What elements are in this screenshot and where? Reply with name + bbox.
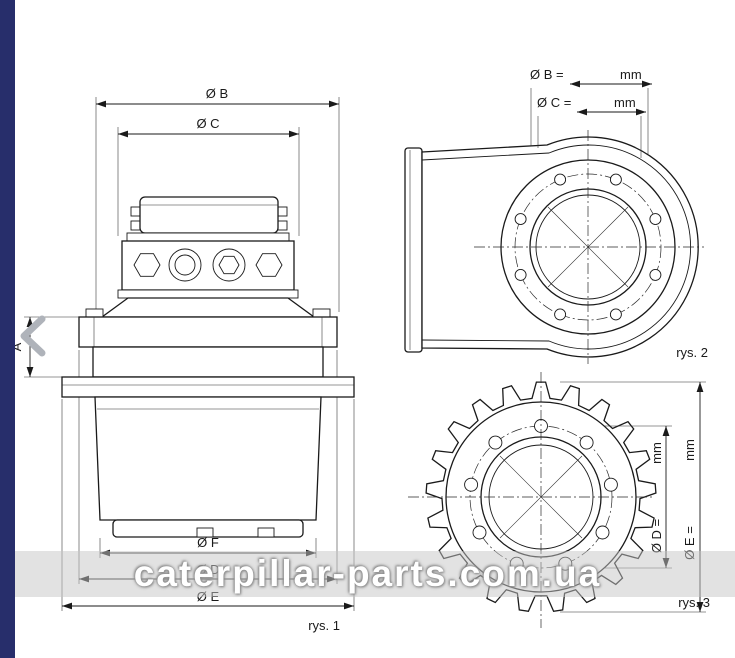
- motor-top-cap: [130, 196, 288, 234]
- valve-block: [117, 232, 299, 299]
- f3-dim-d-label: Ø D =: [649, 519, 664, 553]
- figure1-caption: rys. 1: [308, 618, 340, 633]
- dimension-b-callout: Ø B = mm: [530, 67, 652, 154]
- mid-section: [92, 346, 324, 378]
- hex-plug-left: [133, 253, 161, 277]
- drum-housing: [94, 396, 322, 521]
- watermark-text: caterpillar-parts.com.ua: [133, 553, 602, 594]
- f2-dim-b-label: Ø B =: [530, 67, 564, 82]
- f2-dim-c-label: Ø C =: [537, 95, 571, 110]
- dimension-c: Ø C: [117, 116, 300, 236]
- upper-flange: [78, 308, 338, 348]
- hex-plug-right: [255, 253, 283, 277]
- watermark-band: caterpillar-parts.com.ua: [0, 551, 735, 597]
- dim-f-label: Ø F: [197, 535, 219, 550]
- bolt-holes: [514, 173, 662, 321]
- mounting-plate: [404, 147, 423, 353]
- dim-c-label: Ø C: [196, 116, 219, 131]
- figure2-housing-side-view: Ø B = mm Ø C = mm rys. 2: [404, 67, 708, 364]
- bell-housing: [100, 297, 316, 318]
- carousel-prev-button[interactable]: [16, 314, 50, 358]
- figure3-caption: rys. 3: [678, 595, 710, 610]
- lower-flange: [61, 376, 355, 398]
- f3-dim-e-unit: mm: [682, 439, 697, 461]
- dimension-b: Ø B: [95, 86, 340, 312]
- dimension-c-callout: Ø C = mm: [537, 95, 646, 158]
- bottom-cap: [112, 519, 304, 538]
- f2-dim-b-unit: mm: [620, 67, 642, 82]
- sidebar-strip: [0, 0, 15, 658]
- dim-b-label: Ø B: [206, 86, 228, 101]
- f3-dim-d-unit: mm: [649, 442, 664, 464]
- figure2-caption: rys. 2: [676, 345, 708, 360]
- f2-dim-c-unit: mm: [614, 95, 636, 110]
- chevron-left-icon: [20, 315, 46, 357]
- dim-a-label: A: [9, 342, 24, 351]
